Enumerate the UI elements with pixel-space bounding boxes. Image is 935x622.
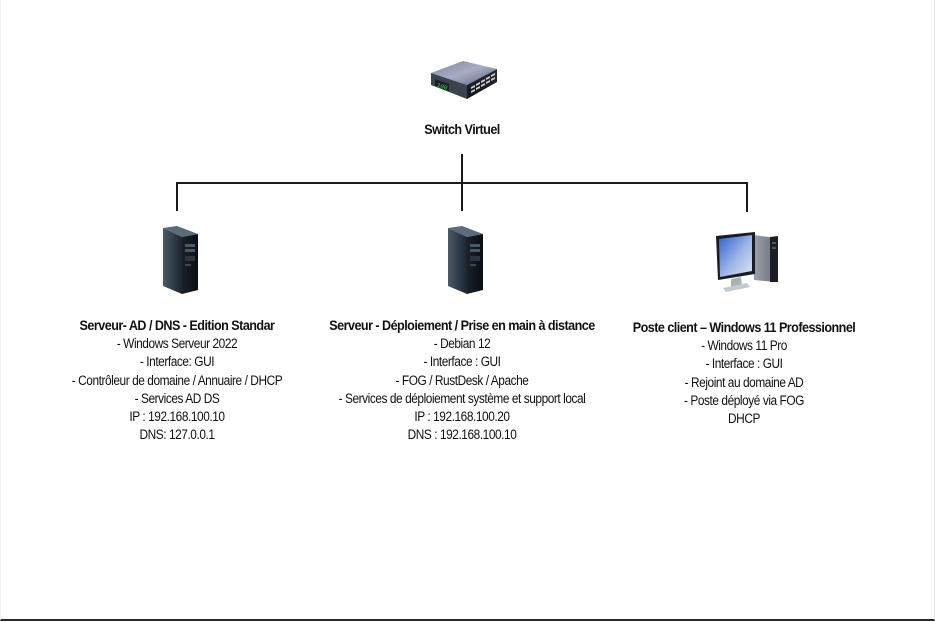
node-server-ad-dns: Serveur- AD / DNS - Edition Standar - Wi… <box>17 316 337 445</box>
node-title: Poste client – Windows 11 Professionnel <box>632 319 856 335</box>
server-tower-icon <box>163 226 198 294</box>
switch-node: Switch Virtuel <box>362 120 562 139</box>
node-title: Serveur - Déploiement / Prise en main à … <box>329 317 595 333</box>
node-ip: IP : 192.168.100.20 <box>414 409 510 425</box>
node-ip: IP : 192.168.100.10 <box>129 409 225 425</box>
link-line-server-ad <box>176 182 178 211</box>
node-detail: - Contrôleur de domaine / Annuaire / DHC… <box>71 372 283 388</box>
node-detail: - FOG / RustDesk / Apache <box>395 372 529 388</box>
node-detail: - Services de déploiement système et sup… <box>338 390 586 406</box>
node-detail: - Interface: GUI <box>139 354 215 370</box>
node-title: Serveur- AD / DNS - Edition Standar <box>79 317 275 333</box>
node-detail: - Debian 12 <box>433 336 491 351</box>
node-detail: - Interface : GUI <box>705 356 783 372</box>
link-line-client <box>746 182 748 212</box>
node-detail: - Services AD DS <box>134 390 220 406</box>
server-tower-icon <box>448 226 483 294</box>
svg-text:100: 100 <box>436 82 449 92</box>
node-dns: DNS : 192.168.100.10 <box>407 427 517 443</box>
node-client-workstation: Poste client – Windows 11 Professionnel … <box>594 318 894 428</box>
node-dhcp: DHCP <box>728 411 760 427</box>
node-server-deployment: Serveur - Déploiement / Prise en main à … <box>282 316 642 445</box>
switch-label: Switch Virtuel <box>424 121 500 137</box>
node-detail: - Windows Serveur 2022 <box>116 336 238 351</box>
desktop-computer-icon <box>716 232 778 292</box>
node-detail: - Interface : GUI <box>423 354 501 370</box>
node-detail: - Windows 11 Pro <box>701 338 787 353</box>
network-switch-icon: 100 <box>431 61 497 99</box>
bus-line <box>177 182 748 184</box>
node-detail: - Rejoint au domaine AD <box>684 374 804 390</box>
node-dns: DNS: 127.0.0.1 <box>139 427 215 443</box>
node-detail: - Poste déployé via FOG <box>684 392 804 408</box>
